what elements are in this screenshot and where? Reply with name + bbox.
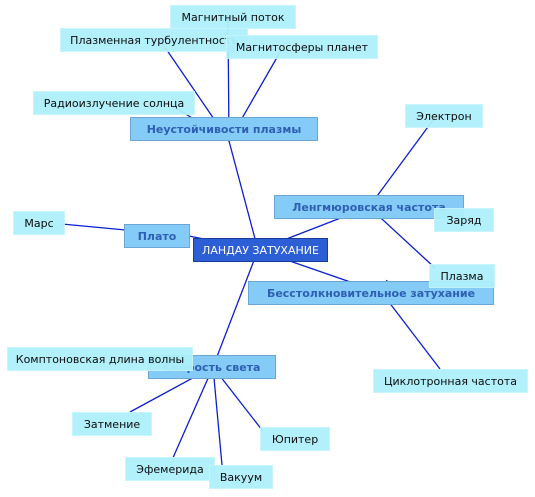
leaf-eclipse[interactable]: Затмение: [72, 412, 152, 436]
leaf-ephemeris[interactable]: Эфемерида: [125, 457, 215, 481]
leaf-electron[interactable]: Электрон: [405, 104, 483, 128]
leaf-cyclotron-frequency[interactable]: Циклотронная частота: [373, 369, 528, 393]
edge-collisionless-cyclotron: [381, 292, 441, 370]
leaf-planet-magnetospheres[interactable]: Магнитосферы планет: [226, 35, 378, 59]
hub-langmuir-frequency[interactable]: Ленгмюровская частота: [274, 195, 464, 219]
leaf-charge[interactable]: Заряд: [434, 208, 494, 232]
leaf-vacuum[interactable]: Вакуум: [209, 465, 273, 489]
edge-center-light-speed: [212, 249, 259, 368]
edge-center-plasma-instability: [228, 140, 259, 251]
hub-plateau[interactable]: Плато: [124, 224, 190, 248]
hub-plasma-instability[interactable]: Неустойчивости плазмы: [130, 117, 318, 141]
center-node[interactable]: ЛАНДАУ ЗАТУХАНИЕ: [193, 238, 328, 262]
leaf-jupiter[interactable]: Юпитер: [260, 427, 330, 451]
leaf-compton-wavelength[interactable]: Комптоновская длина волны: [7, 347, 193, 371]
edge-light-speed-vacuum: [212, 366, 223, 466]
leaf-mars[interactable]: Марс: [13, 211, 65, 235]
leaf-magnetic-flux[interactable]: Магнитный поток: [170, 5, 296, 29]
edge-langmuir-electron: [368, 115, 437, 208]
leaf-plasma[interactable]: Плазма: [429, 264, 495, 288]
leaf-plasma-turbulence[interactable]: Плазменная турбулентность: [60, 28, 248, 52]
edge-light-speed-ephemeris: [171, 366, 214, 461]
leaf-solar-radio[interactable]: Радиоизлучение солнца: [33, 91, 195, 115]
